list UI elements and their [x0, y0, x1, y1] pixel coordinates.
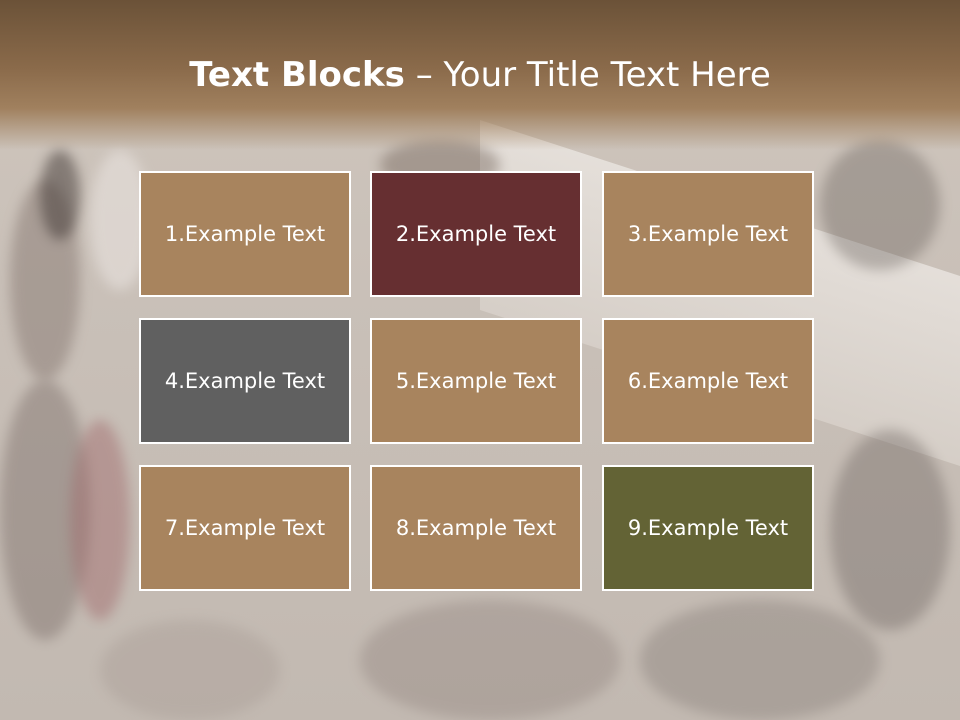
title-rest-text: Your Title Text Here [443, 55, 771, 95]
text-block-6[interactable]: 6.Example Text [602, 318, 814, 444]
text-block-1[interactable]: 1.Example Text [139, 171, 351, 297]
text-block-2[interactable]: 2.Example Text [370, 171, 582, 297]
title-bar [0, 0, 960, 150]
text-block-4[interactable]: 4.Example Text [139, 318, 351, 444]
text-block-3[interactable]: 3.Example Text [602, 171, 814, 297]
text-block-9[interactable]: 9.Example Text [602, 465, 814, 591]
text-block-7[interactable]: 7.Example Text [139, 465, 351, 591]
slide-title: Text Blocks – Your Title Text Here [0, 52, 960, 98]
text-block-8[interactable]: 8.Example Text [370, 465, 582, 591]
title-bold-text: Text Blocks [189, 55, 405, 95]
text-block-5[interactable]: 5.Example Text [370, 318, 582, 444]
title-separator: – [404, 55, 444, 95]
